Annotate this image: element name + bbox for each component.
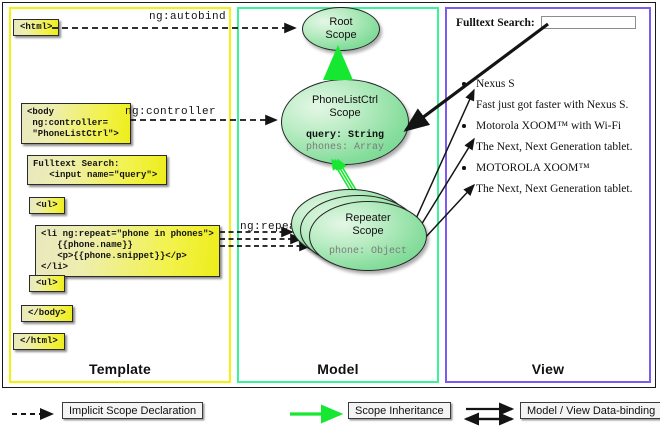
code-box-ul-open-1: <ul> — [29, 197, 65, 214]
scope-root-title-line2: Scope — [325, 29, 357, 41]
scope-repeater: Repeater Scope phone: Object — [309, 201, 427, 271]
scope-phonelistctrl-prop-query: query: String — [305, 130, 384, 141]
legend-label-implicit: Implicit Scope Declaration — [62, 402, 204, 419]
phone-snippet: The Next, Next Generation tablet. — [476, 183, 633, 195]
bullet-icon — [462, 82, 466, 86]
code-box-ul-open-2: <ul> — [29, 275, 65, 292]
code-box-body-open: <body ng:controller= "PhoneListCtrl"> — [21, 103, 131, 144]
scope-repeater-prop-phone: phone: Object — [328, 246, 407, 257]
list-item[interactable]: MOTOROLA XOOM™ The Next, Next Generation… — [462, 162, 644, 196]
list-item[interactable]: Nexus S Fast just got faster with Nexus … — [462, 78, 644, 112]
phone-name: Motorola XOOM™ with Wi-Fi — [476, 120, 622, 132]
scope-root-title-line1: Root — [329, 16, 353, 28]
legend-label-inheritance: Scope Inheritance — [348, 402, 451, 419]
view-search-row: Fulltext Search: — [456, 16, 636, 29]
list-item[interactable]: Motorola XOOM™ with Wi-Fi The Next, Next… — [462, 120, 644, 154]
column-label-model: Model — [317, 361, 359, 377]
scope-phonelistctrl-title-line2: Scope — [329, 107, 361, 119]
phone-snippet: Fast just got faster with Nexus S. — [476, 99, 629, 111]
view-search-label: Fulltext Search: — [456, 16, 535, 29]
legend-label-databinding: Model / View Data-binding — [520, 402, 660, 419]
view-pane: Fulltext Search: Nexus S Fast just got f… — [442, 6, 648, 378]
phone-name: Nexus S — [476, 78, 515, 90]
code-box-html-close: </html> — [13, 333, 65, 350]
phone-name: MOTOROLA XOOM™ — [476, 162, 590, 174]
code-box-html-open: <html> — [13, 19, 60, 36]
connector-label-ng-controller: ng:controller — [125, 106, 217, 118]
code-box-fulltext-search: Fulltext Search: <input name="query"> — [27, 155, 167, 185]
scope-phonelistctrl-prop-phones: phones: Array — [305, 142, 384, 153]
scope-repeater-title-line2: Scope — [352, 225, 384, 237]
view-phone-list: Nexus S Fast just got faster with Nexus … — [462, 78, 644, 204]
scope-phonelistctrl: PhoneListCtrl Scope query: String phones… — [281, 79, 409, 165]
phone-snippet: The Next, Next Generation tablet. — [476, 141, 633, 153]
scope-phonelistctrl-title-line1: PhoneListCtrl — [311, 94, 379, 106]
view-search-input[interactable] — [540, 16, 636, 29]
code-box-body-close: </body> — [21, 305, 73, 322]
code-box-li-repeat: <li ng:repeat="phone in phones"> {{phone… — [35, 225, 220, 277]
column-template: Template — [9, 7, 231, 383]
scope-root: Root Scope — [302, 7, 380, 51]
scope-repeater-title-line1: Repeater — [345, 212, 391, 224]
bullet-icon — [462, 124, 466, 128]
column-label-template: Template — [88, 361, 152, 377]
bullet-icon — [462, 166, 466, 170]
column-label-view: View — [531, 361, 565, 377]
legend: Implicit Scope Declaration Scope Inherit… — [0, 396, 660, 435]
connector-label-ng-autobind: ng:autobind — [149, 11, 227, 23]
